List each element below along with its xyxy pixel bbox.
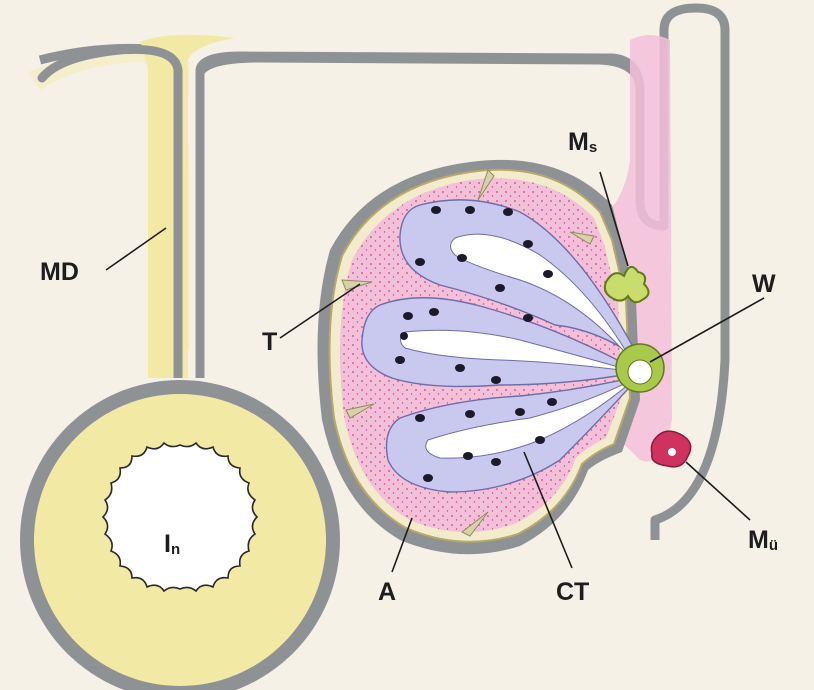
nucleus	[403, 312, 413, 320]
nucleus	[415, 258, 425, 266]
nucleus	[455, 364, 465, 372]
nucleus	[400, 332, 408, 340]
nucleus	[491, 376, 501, 384]
nucleus	[415, 414, 425, 422]
label-mu-main: M	[748, 526, 769, 554]
nucleus	[463, 452, 473, 460]
nucleus	[523, 240, 533, 248]
nucleus	[491, 458, 501, 466]
label-a: A	[378, 578, 396, 606]
label-t: T	[262, 328, 277, 356]
nucleus	[535, 436, 545, 444]
nucleus	[395, 356, 405, 364]
label-md: MD	[40, 258, 79, 286]
label-ms: Ms	[568, 128, 597, 156]
mullerian-duct-lumen	[668, 448, 676, 456]
nucleus	[523, 314, 533, 322]
nucleus	[431, 206, 441, 214]
label-mu: Mü	[748, 526, 778, 554]
nucleus	[457, 254, 467, 262]
dorsal-mesentery	[140, 35, 235, 378]
nucleus	[515, 408, 525, 416]
label-ct: CT	[556, 578, 589, 606]
nucleus	[547, 398, 557, 406]
wolffian-duct-lumen	[628, 360, 652, 384]
nucleus	[465, 206, 475, 214]
label-ms-sub: s	[589, 139, 597, 156]
nucleus	[503, 208, 513, 216]
label-in-sub: n	[171, 541, 180, 558]
label-ms-main: M	[568, 128, 589, 156]
nucleus	[429, 308, 439, 316]
nucleus	[495, 284, 505, 292]
nucleus	[465, 410, 475, 418]
label-in-main: I	[164, 530, 171, 558]
nucleus	[543, 270, 553, 278]
label-w: W	[752, 270, 776, 298]
label-mu-sub: ü	[769, 537, 778, 554]
nucleus	[423, 474, 433, 482]
